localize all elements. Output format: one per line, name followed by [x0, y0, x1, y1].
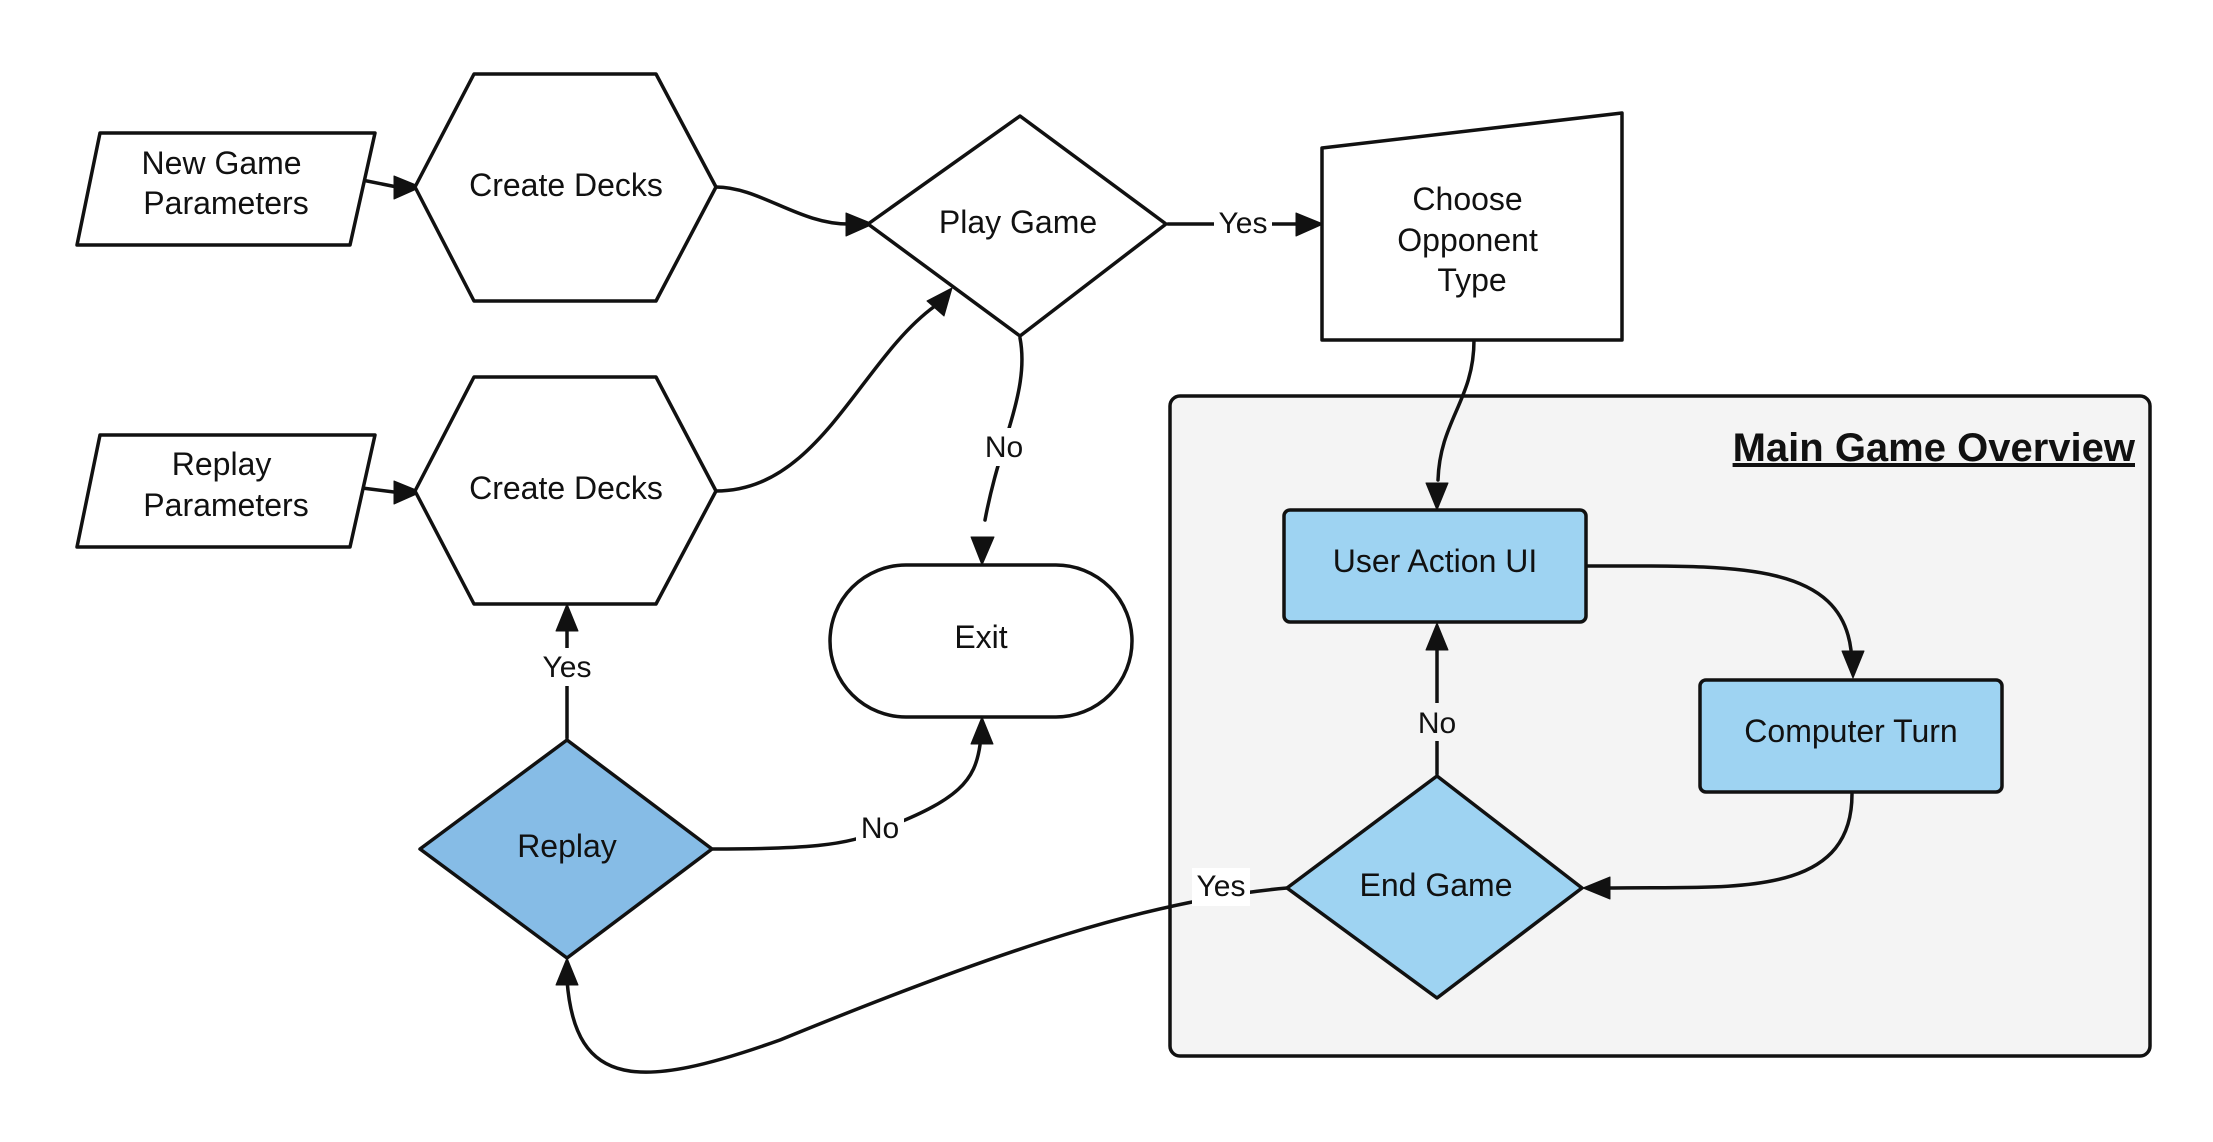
label-line: Replay [517, 828, 617, 864]
label-background [538, 648, 596, 686]
label-user-action-ui: User Action UI [1333, 543, 1538, 579]
label-line: New Game [142, 145, 302, 181]
arrow-into-play-game-left [845, 212, 874, 237]
label-line: Parameters [143, 185, 308, 221]
edge-label-play-yes: Yes [1219, 207, 1268, 240]
label-background [1192, 868, 1250, 906]
edge-label-replay-yes: Yes [543, 651, 592, 684]
label-choose-opponent-type: Choose Opponent Type [1397, 181, 1546, 298]
label-line: Computer Turn [1744, 713, 1957, 749]
label-end-game: End Game [1360, 867, 1513, 903]
arrow-into-create-decks-2 [393, 480, 422, 505]
label-line: Choose [1412, 181, 1522, 217]
node-exit [828, 563, 1134, 719]
label-background [1412, 703, 1462, 741]
node-replay-parameters [75, 433, 377, 549]
edge-create-decks-2-to-play-game [714, 304, 937, 493]
label-new-game-parameters: New Game Parameters [142, 145, 311, 221]
arrow-into-user-action-top [1425, 482, 1449, 511]
edge-end-game-yes [565, 886, 1289, 1074]
arrow-into-end-game-right [1582, 876, 1611, 900]
arrow-into-create-decks-1 [393, 175, 422, 200]
label-line: Create Decks [469, 167, 663, 203]
arrow-into-play-game-bottom [926, 287, 953, 317]
node-create-decks-1 [413, 72, 718, 303]
edge-computer-turn-to-end-game [1608, 792, 1854, 890]
arrow-into-create-decks-2-bottom [555, 603, 579, 632]
edge-labels: Yes No No Yes Yes No [538, 204, 1462, 906]
node-replay [418, 738, 714, 960]
label-background [856, 810, 904, 848]
arrow-into-user-action-bottom [1425, 622, 1449, 651]
node-play-game [866, 114, 1168, 338]
edge-label-end-no: No [1418, 707, 1456, 740]
edge-create-decks-1-to-play-game [714, 185, 852, 226]
edge-play-game-no [983, 336, 1024, 522]
label-create-decks-2: Create Decks [469, 470, 663, 506]
nodes: New Game Parameters Create Decks Replay … [75, 72, 2004, 1000]
label-line: Play Game [939, 204, 1097, 240]
node-user-action-ui [1282, 508, 1588, 624]
label-background [980, 428, 1028, 466]
edge-label-play-no: No [985, 431, 1023, 464]
edges [360, 175, 1865, 1074]
label-line: Exit [954, 619, 1007, 655]
node-create-decks-2 [413, 375, 718, 606]
label-line: Create Decks [469, 470, 663, 506]
arrow-into-exit-bottom [970, 716, 994, 745]
label-line: User Action UI [1333, 543, 1538, 579]
label-replay-parameters: Replay Parameters [143, 446, 308, 523]
arrow-into-exit-top [970, 536, 995, 566]
edge-replay-no [711, 743, 982, 851]
arrow-into-replay-bottom [555, 957, 579, 986]
label-line: Parameters [143, 487, 308, 523]
arrow-into-computer-turn [1841, 650, 1865, 679]
label-line: Opponent [1397, 222, 1538, 258]
edge-label-end-yes: Yes [1197, 870, 1246, 903]
node-end-game [1285, 774, 1584, 1000]
edge-label-replay-no: No [861, 812, 899, 845]
label-replay: Replay [517, 828, 617, 864]
group-title: Main Game Overview [1733, 426, 2136, 470]
label-line: Replay [172, 446, 272, 482]
label-exit: Exit [954, 619, 1007, 655]
node-computer-turn [1698, 678, 2004, 794]
label-create-decks-1: Create Decks [469, 167, 663, 203]
label-line: End Game [1360, 867, 1513, 903]
label-play-game: Play Game [939, 204, 1097, 240]
label-background [1214, 204, 1272, 242]
label-line: Type [1437, 262, 1506, 298]
node-choose-opponent-type [1320, 111, 1624, 342]
edge-choose-opponent-to-user-action [1436, 338, 1476, 482]
node-new-game-parameters [75, 131, 377, 247]
label-computer-turn: Computer Turn [1744, 713, 1957, 749]
arrow-into-choose-opponent [1295, 212, 1324, 237]
edge-user-action-to-computer-turn [1586, 564, 1853, 652]
